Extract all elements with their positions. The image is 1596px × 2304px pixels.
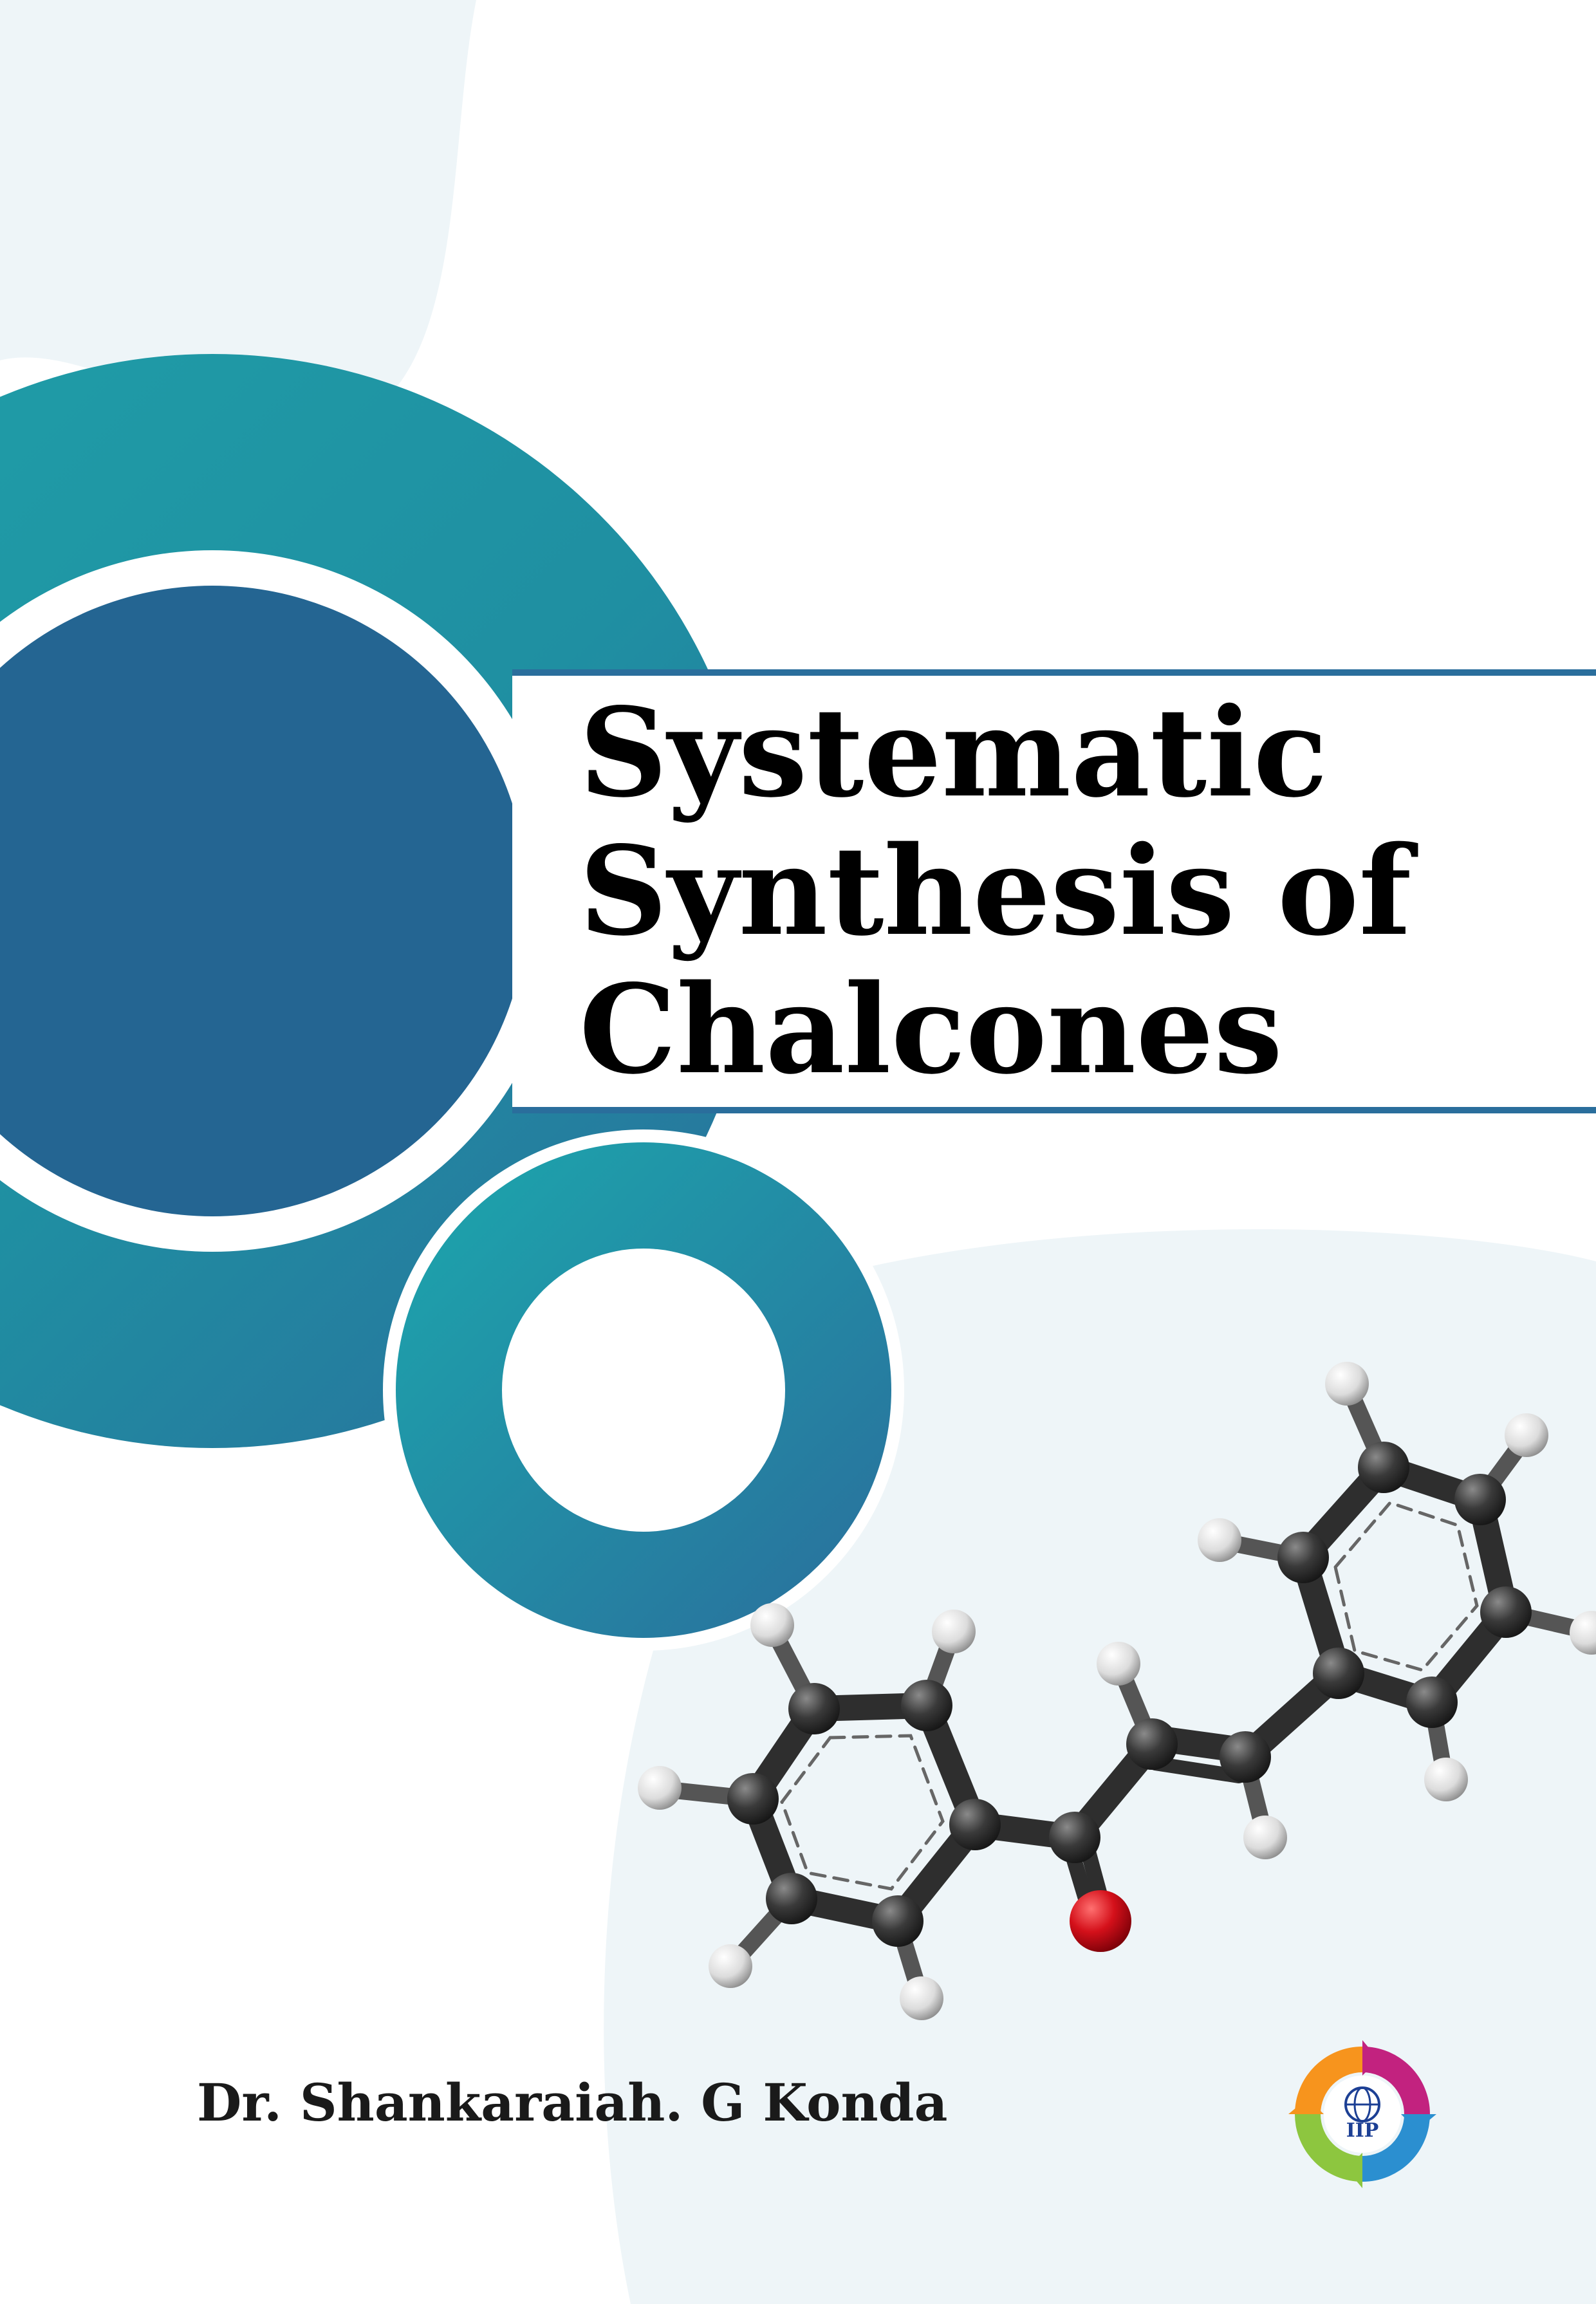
title-line-1: Systematic xyxy=(579,681,1328,824)
logo-initials: IIP xyxy=(1346,2119,1379,2142)
author-name: Dr. Shankaraiah. G Konda xyxy=(197,2072,948,2133)
title-line-2: Synthesis of xyxy=(579,819,1412,963)
title-band xyxy=(512,669,1596,1113)
small-ring-hole xyxy=(502,1249,785,1532)
title-line-3: Chalcones xyxy=(579,958,1283,1101)
pale-blob-top xyxy=(0,0,476,428)
iip-logo-icon: IIP xyxy=(1288,2040,1436,2188)
dark-blue-disc xyxy=(0,586,528,1216)
